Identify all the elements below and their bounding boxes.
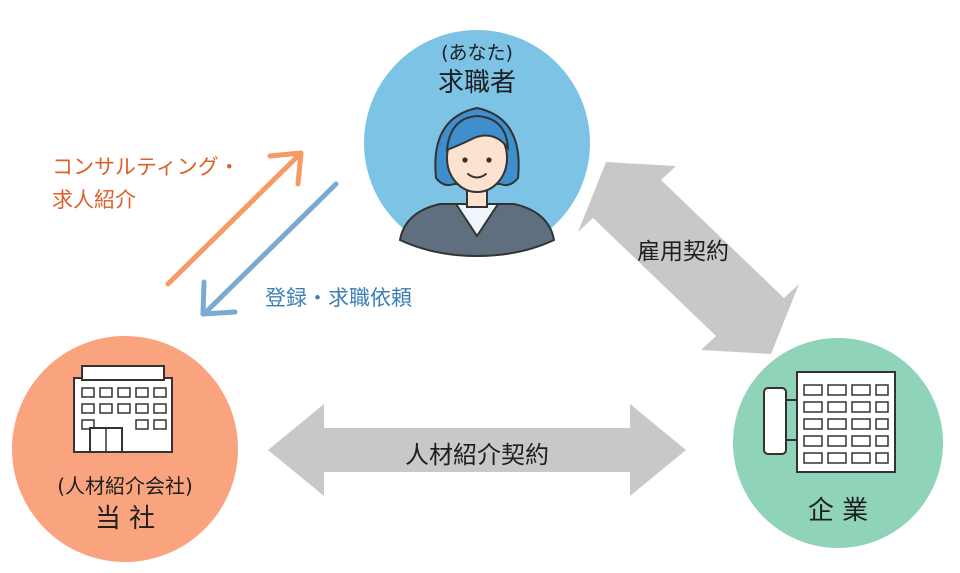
seeker-label: 求職者 (437, 68, 517, 98)
register-label: 登録・求職依頼 (265, 286, 412, 310)
building-icon (73, 365, 173, 453)
agency-sub-label: (人材紹介会社) (57, 474, 193, 498)
employment-arrow (578, 162, 799, 354)
consulting-arrow (165, 150, 304, 287)
employment-label: 雇用契約 (637, 239, 729, 265)
placement-label: 人材紹介契約 (405, 441, 549, 469)
person-icon (398, 106, 556, 258)
seeker-sub-label: (あなた) (441, 42, 513, 64)
register-arrow (200, 181, 339, 317)
consulting-label-line1: コンサルティング・ (52, 155, 240, 179)
consulting-label-line2: 求人紹介 (52, 188, 136, 212)
agency-label: 当 社 (94, 504, 156, 534)
office-building-icon (763, 371, 896, 473)
company-label: 企 業 (807, 496, 869, 526)
placement-arrow (268, 404, 686, 496)
